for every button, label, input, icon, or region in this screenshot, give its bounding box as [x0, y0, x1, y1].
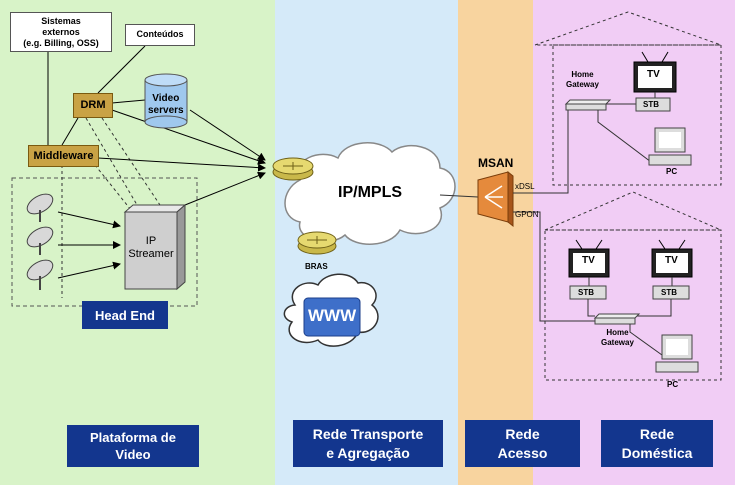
house-outline	[552, 44, 722, 186]
zone-label-video-platform: Plataforma de Video	[67, 425, 199, 467]
ip-streamer-label: IP Streamer	[128, 235, 174, 260]
router-icon	[272, 157, 314, 181]
contents-box: Conteúdos	[125, 24, 195, 46]
home-gateway-icon	[593, 313, 641, 325]
ip-mpls-label: IP/MPLS	[338, 184, 403, 201]
link-stb-gateway	[587, 299, 595, 317]
tv-icon	[651, 239, 693, 278]
house-roof	[544, 191, 722, 231]
arrow-sat3-streamer	[57, 261, 121, 279]
tv-label: TV	[582, 255, 595, 266]
home-gateway-label: Home Gateway	[566, 70, 599, 89]
xdsl-label: xDSL	[515, 182, 535, 191]
link-gateway-pc	[629, 324, 663, 356]
zone-access-network	[458, 0, 533, 485]
arrow-sat1-streamer	[57, 211, 121, 229]
pc-label: PC	[667, 380, 679, 389]
link-stb-gateway	[637, 299, 672, 317]
zone-label-home: Rede Doméstica	[601, 420, 713, 467]
zone-label-access: Rede Acesso	[465, 420, 580, 467]
gpon-label: GPON	[515, 210, 539, 219]
zone-label-transport: Rede Transporte e Agregação	[293, 420, 443, 467]
link-drm-middleware	[61, 117, 79, 146]
satellite-dish-icon	[26, 259, 54, 290]
satellite-dish-icon	[26, 226, 54, 255]
link-gpon	[513, 211, 595, 322]
link-drm-videoservers	[111, 99, 146, 104]
arrow-drm-router	[111, 109, 266, 165]
router-icon	[297, 231, 337, 255]
msan-switch-icon	[477, 170, 514, 228]
link-gateway-pc	[597, 110, 656, 166]
arrow-servers-router	[189, 109, 266, 161]
video-servers-label: Video servers	[148, 93, 184, 116]
pc-icon	[648, 127, 692, 166]
link-middleware-streamer	[94, 164, 136, 216]
middleware-box: Middleware	[28, 145, 99, 167]
external-systems-box: Sistemas externos (e.g. Billing, OSS)	[10, 12, 112, 52]
arrow-middleware-router	[97, 157, 266, 172]
arrow-streamer-router	[184, 171, 266, 206]
tv-icon	[568, 239, 610, 278]
home-gateway-label: Home Gateway	[601, 328, 634, 347]
satellite-dish-icon	[26, 193, 54, 222]
drm-box: DRM	[73, 93, 113, 118]
tv-label: TV	[665, 255, 678, 266]
database-icon	[144, 73, 188, 129]
link-contents-drm	[97, 45, 146, 94]
tv-label: TV	[647, 69, 660, 80]
link-core-msan	[439, 194, 479, 198]
house-roof	[534, 11, 722, 46]
home-gateway-icon	[564, 99, 612, 111]
stb-label: STB	[643, 100, 659, 109]
msan-label: MSAN	[478, 156, 514, 170]
house-outline	[544, 229, 722, 381]
pc-label: PC	[666, 167, 678, 176]
stb-icon	[635, 97, 671, 112]
server-icon	[123, 203, 187, 291]
stb-label: STB	[661, 288, 677, 297]
bras-label: BRAS	[305, 262, 328, 271]
stb-label: STB	[578, 288, 594, 297]
link-xdsl	[513, 108, 569, 194]
head-end-boundary	[11, 177, 198, 307]
head-end-label: Head End	[82, 301, 168, 329]
internet-cloud-icon	[283, 273, 379, 347]
pc-icon	[655, 334, 699, 373]
www-label: WWW	[308, 306, 357, 325]
